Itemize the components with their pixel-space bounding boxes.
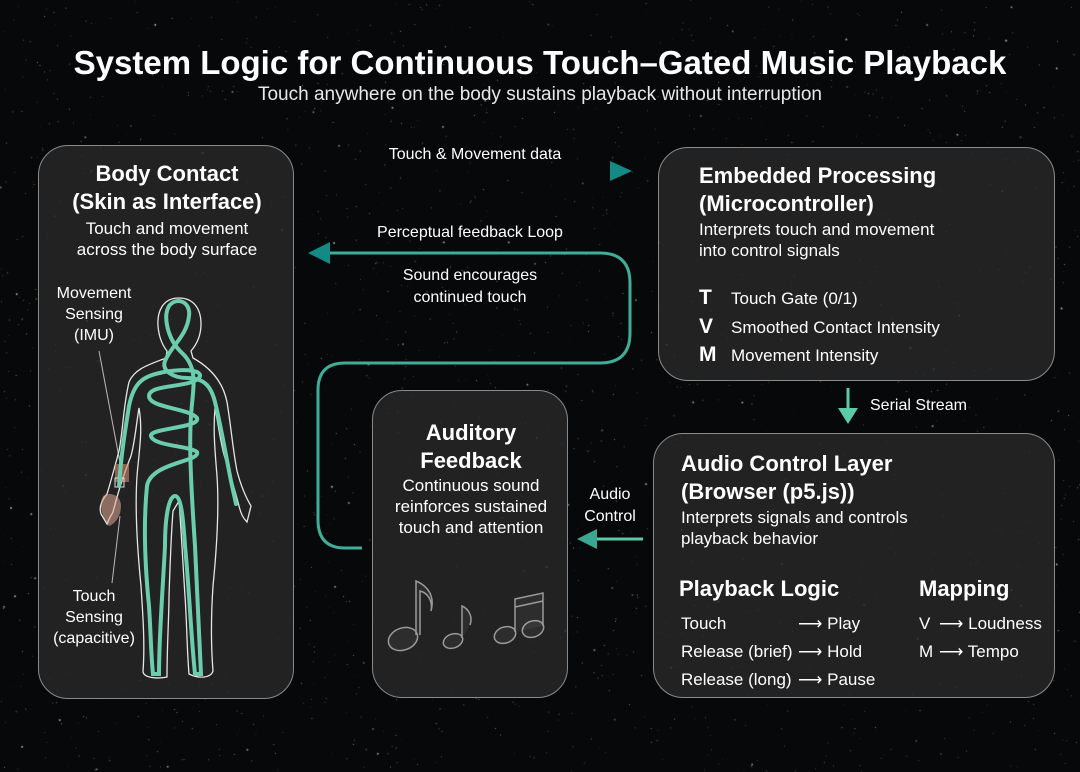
auditory-desc: Continuous sound reinforces sustained to… [373, 475, 569, 538]
arrow-icon: ⟶ [798, 670, 823, 689]
heading-line: Feedback [420, 448, 522, 473]
embedded-heading: Embedded Processing (Microcontroller) [699, 162, 936, 218]
mapping-input: M [919, 642, 934, 661]
desc-line: Interprets touch and movement [699, 220, 935, 239]
desc-line: into control signals [699, 241, 840, 260]
label-line: Movement [56, 285, 132, 302]
feedback-desc-line: continued touch [413, 289, 527, 306]
heading-line: Audio Control Layer [681, 451, 893, 476]
body-contact-desc: Touch and movement across the body surfa… [39, 218, 295, 260]
signal-row-m: M Movement Intensity [699, 343, 878, 367]
arrowhead-right [610, 161, 632, 181]
auditory-feedback-panel: Auditory Feedback Continuous sound reinf… [372, 390, 568, 698]
heading-line: (Microcontroller) [699, 191, 874, 216]
audio-control-label: Audio Control [572, 484, 648, 528]
feedback-loop-path [316, 251, 632, 550]
arrowhead-down [838, 408, 858, 424]
auditory-heading: Auditory Feedback [373, 419, 569, 475]
signal-symbol: V [699, 315, 714, 338]
desc-line: across the body surface [76, 240, 258, 259]
music-notes-icon [387, 579, 545, 652]
desc-line: Continuous sound [402, 476, 540, 495]
arrow-icon: ⟶ [798, 614, 823, 633]
movement-sensing-label: Movement Sensing (IMU) [43, 283, 145, 346]
heading-line: Body Contact [95, 161, 239, 186]
label-line: Sensing [65, 306, 123, 323]
signal-label: Touch Gate (0/1) [731, 289, 858, 308]
signal-symbol: M [699, 343, 717, 366]
label-line: Touch [72, 588, 116, 605]
mapping-row: M ⟶ Tempo [919, 642, 1019, 662]
page-subtitle: Touch anywhere on the body sustains play… [257, 84, 822, 105]
audio-layer-desc: Interprets signals and controls playback… [681, 507, 908, 549]
serial-stream-label: Serial Stream [870, 397, 967, 414]
playback-row: Touch ⟶ Play [681, 614, 860, 634]
signal-symbol: T [699, 286, 712, 309]
arrow-icon: ⟶ [939, 614, 964, 633]
heading-line: Auditory [425, 420, 517, 445]
signal-label: Movement Intensity [731, 346, 879, 365]
playback-input: Release (long) [681, 670, 792, 689]
body-contact-heading: Body Contact (Skin as Interface) [39, 160, 295, 216]
label-line: Sensing [65, 609, 123, 626]
hand-highlight [101, 494, 121, 526]
signal-label: Smoothed Contact Intensity [731, 318, 940, 337]
playback-input: Touch [681, 614, 727, 633]
audio-layer-heading: Audio Control Layer (Browser (p5.js)) [681, 450, 892, 506]
mapping-heading: Mapping [919, 576, 1010, 601]
mapping-output: Loudness [968, 614, 1042, 633]
embedded-processing-panel: Embedded Processing (Microcontroller) In… [658, 147, 1055, 381]
mapping-output: Tempo [967, 642, 1019, 661]
audio-control-line: Control [584, 508, 636, 525]
heading-line: Embedded Processing [699, 163, 937, 188]
signal-row-v: V Smoothed Contact Intensity [699, 315, 940, 339]
playback-output: Pause [827, 670, 876, 689]
playback-output: Play [827, 614, 861, 633]
playback-row: Release (long) ⟶ Pause [681, 670, 875, 690]
playback-logic-heading: Playback Logic [679, 576, 840, 601]
arrow-icon: ⟶ [798, 642, 823, 661]
arrowhead-left [308, 242, 330, 264]
heading-line: (Skin as Interface) [72, 189, 262, 214]
label-line: (IMU) [74, 327, 114, 344]
touch-movement-label: Touch & Movement data [388, 146, 562, 163]
feedback-loop-label: Perceptual feedback Loop [377, 224, 563, 241]
page-title: System Logic for Continuous Touch–Gated … [73, 44, 1007, 81]
playback-output: Hold [827, 642, 863, 661]
human-body-figure [98, 297, 252, 679]
audio-control-layer-panel: Audio Control Layer (Browser (p5.js)) In… [653, 433, 1055, 698]
touch-sensing-label: Touch Sensing (capacitive) [39, 586, 149, 649]
desc-line: reinforces sustained [394, 497, 548, 516]
touch-pathway [117, 299, 238, 676]
desc-line: touch and attention [398, 518, 544, 537]
embedded-desc: Interprets touch and movement into contr… [699, 219, 934, 261]
mapping-row: V ⟶ Loudness [919, 614, 1042, 634]
desc-line: Interprets signals and controls [681, 508, 908, 527]
feedback-desc: Sound encourages continued touch [360, 265, 580, 309]
desc-line: Touch and movement [85, 219, 249, 238]
body-outline [99, 297, 252, 679]
audio-control-line: Audio [589, 486, 631, 503]
signal-row-t: T Touch Gate (0/1) [699, 286, 858, 310]
arrowhead-left-audio [577, 529, 597, 549]
playback-row: Release (brief) ⟶ Hold [681, 642, 862, 662]
heading-line: (Browser (p5.js)) [681, 479, 855, 504]
playback-input: Release (brief) [681, 642, 793, 661]
mapping-input: V [919, 614, 931, 633]
label-line: (capacitive) [53, 630, 135, 647]
feedback-desc-line: Sound encourages [402, 267, 538, 284]
arrow-icon: ⟶ [939, 642, 964, 661]
desc-line: playback behavior [681, 529, 819, 548]
body-contact-panel: Body Contact (Skin as Interface) Touch a… [38, 145, 294, 699]
